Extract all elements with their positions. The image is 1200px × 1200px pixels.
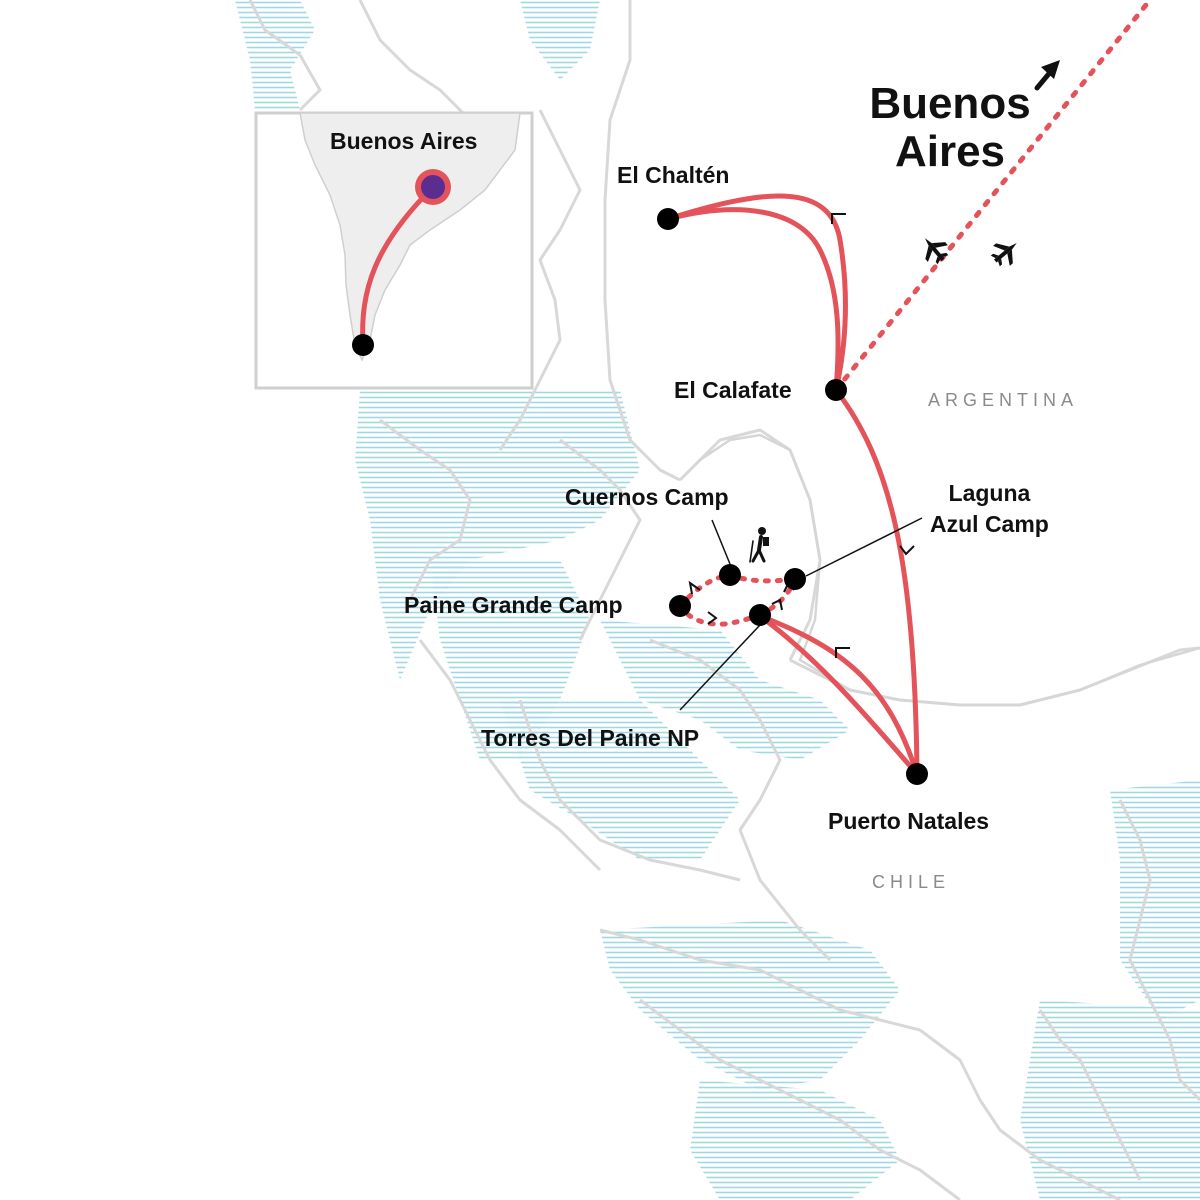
- inset-route: [360, 184, 436, 348]
- airplane-icon: [925, 238, 949, 265]
- country-border: [679, 433, 1200, 707]
- label-el-calafate: El Calafate: [674, 377, 792, 403]
- transfer-routes: [665, 193, 920, 777]
- stop-el-calafate: [825, 379, 847, 401]
- inset-buenos-aires-dot: [421, 175, 445, 199]
- stop-torres-del-paine: [749, 604, 771, 626]
- destination-line1: Buenos: [869, 79, 1031, 128]
- inset-buenos-aires-label: Buenos Aires: [330, 128, 478, 154]
- stop-puerto-natales: [906, 763, 928, 785]
- arrow-up-right-icon: [1034, 60, 1060, 91]
- label-torres-del-paine: Torres Del Paine NP: [481, 725, 700, 751]
- airplane-icon: [990, 243, 1017, 267]
- label-cuernos-camp: Cuernos Camp: [565, 484, 729, 510]
- stop-cuernos-camp: [719, 564, 741, 586]
- stops: [657, 208, 928, 785]
- label-laguna-line2: Azul Camp: [930, 511, 1049, 537]
- label-laguna-line1: Laguna: [948, 480, 1031, 506]
- water-hatching: [235, 0, 1200, 1200]
- country-chile: CHILE: [872, 872, 951, 892]
- inset-origin-stop: [352, 334, 374, 356]
- stop-laguna-azul-camp: [784, 568, 806, 590]
- hiker-icon: [749, 527, 769, 563]
- label-puerto-natales: Puerto Natales: [828, 808, 990, 834]
- label-el-chalten: El Chaltén: [617, 162, 730, 188]
- country-argentina: ARGENTINA: [928, 390, 1079, 410]
- stop-el-chalten: [657, 208, 679, 230]
- destination-label: Buenos Aires: [862, 80, 1038, 176]
- label-paine-grande-camp: Paine Grande Camp: [404, 592, 623, 618]
- direction-arrows: [688, 213, 915, 658]
- stop-paine-grande-camp: [669, 595, 691, 617]
- inset-map: [254, 111, 534, 390]
- label-laguna-azul-camp: Laguna Azul Camp: [930, 478, 1049, 540]
- destination-line2: Aires: [894, 127, 1006, 176]
- leader-lines: [679, 517, 923, 711]
- flight-route: [833, 0, 1153, 393]
